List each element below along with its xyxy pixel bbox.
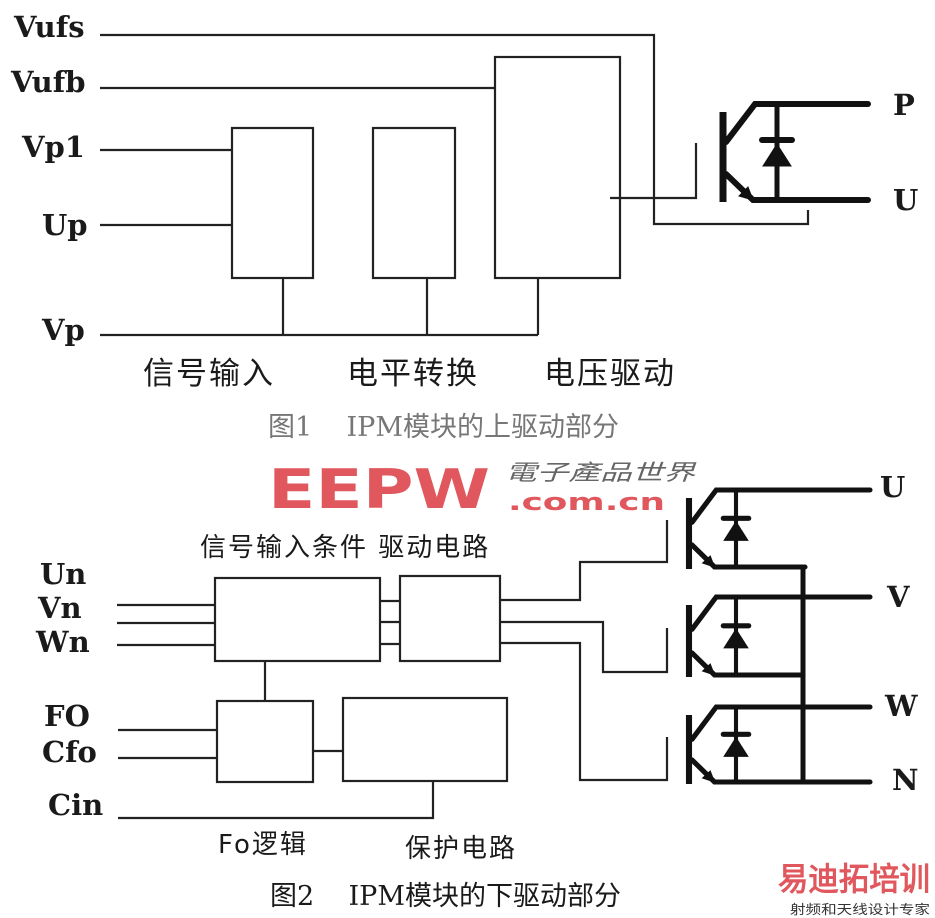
label-vp: Vp xyxy=(41,313,85,347)
figure2-top-label: 信号输入条件 驱动电路 xyxy=(200,533,490,563)
label-vp1: Vp1 xyxy=(21,130,85,164)
label-out-u: U xyxy=(880,470,905,504)
igbt-upper-icon xyxy=(719,101,871,203)
corner-watermark-title: 易迪拓培训 xyxy=(778,860,930,898)
igbt-icon xyxy=(685,704,873,785)
level-shift-block xyxy=(371,126,457,280)
label-u: U xyxy=(893,183,918,217)
label-p: P xyxy=(893,88,915,122)
protection-circuit-block xyxy=(341,696,509,783)
label-out-n: N xyxy=(892,763,919,797)
label-out-v: V xyxy=(886,580,910,614)
signal-input-block xyxy=(230,126,315,280)
signal-input-condition-block xyxy=(213,576,382,663)
block-label-voltage-drive: 电压驱动 xyxy=(544,356,676,392)
igbt-icon xyxy=(685,487,873,570)
label-fo-logic: Fo逻辑 xyxy=(218,830,308,860)
voltage-drive-block xyxy=(493,55,622,280)
corner-watermark-subtitle: 射频和天线设计专家 xyxy=(790,902,930,918)
eepw-watermark: EEPW 電子產品世界 .com.cn xyxy=(268,458,698,521)
label-wn: Wn xyxy=(35,625,90,659)
eepw-cn-text: 電子產品世界 xyxy=(505,461,698,486)
corner-watermark: 易迪拓培训 射频和天线设计专家 xyxy=(778,860,930,918)
label-protection-circuit: 保护电路 xyxy=(405,834,517,864)
label-un: Un xyxy=(40,557,86,591)
eepw-domain: .com.cn xyxy=(508,488,665,516)
igbt-lower-group-icon xyxy=(685,487,873,785)
figure1-wires xyxy=(100,33,810,337)
label-vufb: Vufb xyxy=(10,65,85,99)
block-label-signal-input: 信号输入 xyxy=(143,356,275,392)
drive-circuit-block xyxy=(398,574,502,663)
figure2-caption: 图2 IPM模块的下驱动部分 xyxy=(270,881,621,912)
label-cfo: Cfo xyxy=(42,735,97,769)
label-vn: Vn xyxy=(37,591,82,625)
eepw-logo: EEPW xyxy=(268,458,490,521)
fo-logic-block xyxy=(215,699,315,784)
igbt-icon xyxy=(719,101,871,203)
figure1-caption: 图1 IPM模块的上驱动部分 xyxy=(268,412,619,443)
block-label-level-shift: 电平转换 xyxy=(347,356,479,392)
igbt-icon xyxy=(685,594,873,678)
label-vufs: Vufs xyxy=(13,10,85,44)
label-cin: Cin xyxy=(48,788,103,822)
label-up: Up xyxy=(42,208,88,242)
label-fo: FO xyxy=(44,699,90,733)
label-out-w: W xyxy=(884,689,918,723)
figure2-wires xyxy=(117,520,669,820)
